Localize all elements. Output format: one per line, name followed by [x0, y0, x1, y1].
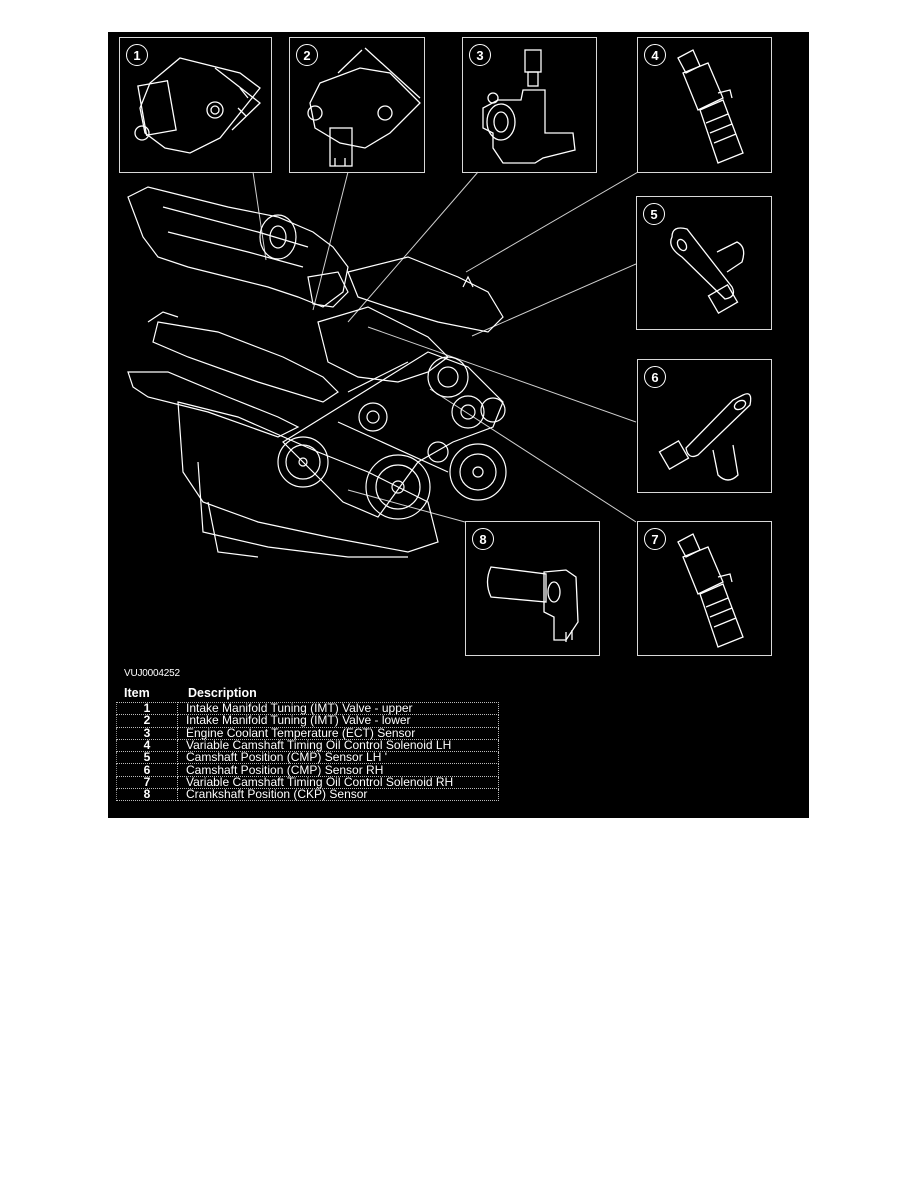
- legend-item-number: 5: [116, 751, 178, 765]
- legend-item-number: 8: [116, 788, 178, 802]
- legend-item-number: 7: [116, 775, 178, 790]
- legend-item-description: Crankshaft Position (CKP) Sensor: [177, 788, 499, 802]
- legend-item-number: 3: [116, 726, 178, 740]
- legend-header-description: Description: [188, 686, 257, 700]
- legend-item-description: Camshaft Position (CMP) Sensor RH: [177, 763, 499, 777]
- figure-id: VUJ0004252: [124, 668, 180, 679]
- leader-lines: [252, 171, 639, 523]
- callout-2-imt-valve-lower: 2: [289, 37, 425, 173]
- ckp-sensor-icon: [486, 566, 579, 642]
- engine-sensor-figure: 1 2 3: [108, 32, 809, 818]
- legend-row: 6 Camshaft Position (CMP) Sensor RH: [116, 763, 499, 777]
- imt-valve-lower-icon: [307, 47, 421, 167]
- legend-row: 4 Variable Camshaft Timing Oil Control S…: [116, 738, 499, 753]
- legend-row: 2 Intake Manifold Tuning (IMT) Valve - l…: [116, 714, 499, 728]
- legend-item-description: Engine Coolant Temperature (ECT) Sensor: [177, 726, 499, 740]
- callout-6-cmp-sensor-rh: 6: [637, 359, 772, 493]
- callout-number-8: 8: [472, 528, 494, 550]
- legend-row: 3 Engine Coolant Temperature (ECT) Senso…: [116, 726, 499, 740]
- vct-solenoid-lh-icon: [677, 49, 744, 164]
- legend-table: 1 Intake Manifold Tuning (IMT) Valve - u…: [116, 701, 499, 802]
- legend-header-item: Item: [124, 686, 150, 700]
- legend-item-description: Intake Manifold Tuning (IMT) Valve - low…: [177, 714, 499, 728]
- legend-item-number: 1: [116, 701, 178, 716]
- engine-illustration: [127, 186, 507, 558]
- legend-item-number: 4: [116, 738, 178, 753]
- callout-number-3: 3: [469, 44, 491, 66]
- callout-7-vct-solenoid-rh: 7: [637, 521, 772, 656]
- ect-sensor-housing-icon: [482, 49, 576, 164]
- callout-number-7: 7: [644, 528, 666, 550]
- legend-item-number: 6: [116, 763, 178, 777]
- callout-8-ckp-sensor: 8: [465, 521, 600, 656]
- callout-number-4: 4: [644, 44, 666, 66]
- cmp-sensor-rh-icon: [658, 393, 752, 481]
- legend-row: 1 Intake Manifold Tuning (IMT) Valve - u…: [116, 701, 499, 716]
- legend-item-number: 2: [116, 714, 178, 728]
- cmp-sensor-lh-icon: [670, 227, 745, 315]
- callout-number-5: 5: [643, 203, 665, 225]
- callout-number-2: 2: [296, 44, 318, 66]
- callout-5-cmp-sensor-lh: 5: [636, 196, 772, 330]
- legend-row: 5 Camshaft Position (CMP) Sensor LH ': [116, 751, 499, 765]
- callout-1-imt-valve-upper: 1: [119, 37, 272, 173]
- callout-number-6: 6: [644, 366, 666, 388]
- legend-item-description: Variable Camshaft Timing Oil Control Sol…: [177, 775, 499, 790]
- callout-4-vct-solenoid-lh: 4: [637, 37, 772, 173]
- vct-solenoid-rh-icon: [677, 533, 744, 648]
- callout-3-ect-sensor: 3: [462, 37, 597, 173]
- callout-number-1: 1: [126, 44, 148, 66]
- legend-row: 7 Variable Camshaft Timing Oil Control S…: [116, 775, 499, 790]
- legend-item-description: Intake Manifold Tuning (IMT) Valve - upp…: [177, 701, 499, 716]
- legend-item-description: Camshaft Position (CMP) Sensor LH ': [177, 751, 499, 765]
- legend-item-description: Variable Camshaft Timing Oil Control Sol…: [177, 738, 499, 753]
- legend-row: 8 Crankshaft Position (CKP) Sensor: [116, 788, 499, 802]
- imt-valve-upper-icon: [134, 57, 261, 154]
